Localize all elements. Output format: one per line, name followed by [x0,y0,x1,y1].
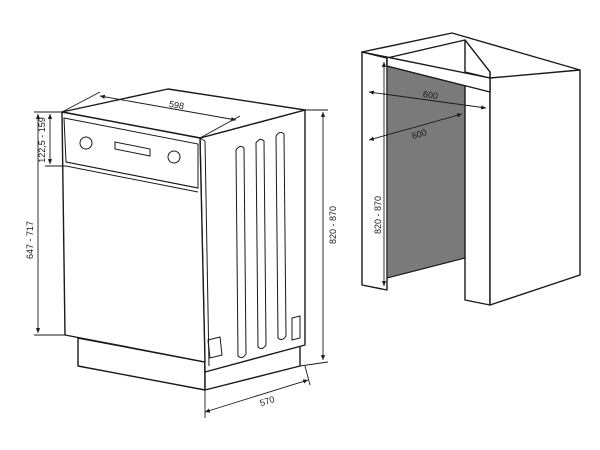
dim-depth: 570 [258,394,275,408]
display-window [114,141,151,157]
niche-drawing [361,32,581,306]
dim-niche-width: 600 [422,89,438,101]
side-ribs [235,131,287,359]
knob-left-icon [79,136,93,150]
dim-top-width: 598 [168,99,185,111]
dishwasher-dimension-lines [34,91,329,418]
niche-dimension-lines [368,62,487,286]
dim-front-height: 647 - 717 [25,221,35,259]
dim-niche-height: 820 - 870 [373,196,383,234]
dishwasher-side-panel [199,109,306,373]
dim-total-height: 820 - 870 [328,206,338,244]
knob-right-icon [167,150,181,164]
niche-left-panel [361,51,388,291]
dishwasher-door [61,111,206,363]
niche-right-side [489,69,581,306]
dim-niche-depth: 600 [411,127,428,141]
dim-panel-height: 122,5 - 159 [37,117,47,163]
dishwasher-drawing [61,88,306,391]
